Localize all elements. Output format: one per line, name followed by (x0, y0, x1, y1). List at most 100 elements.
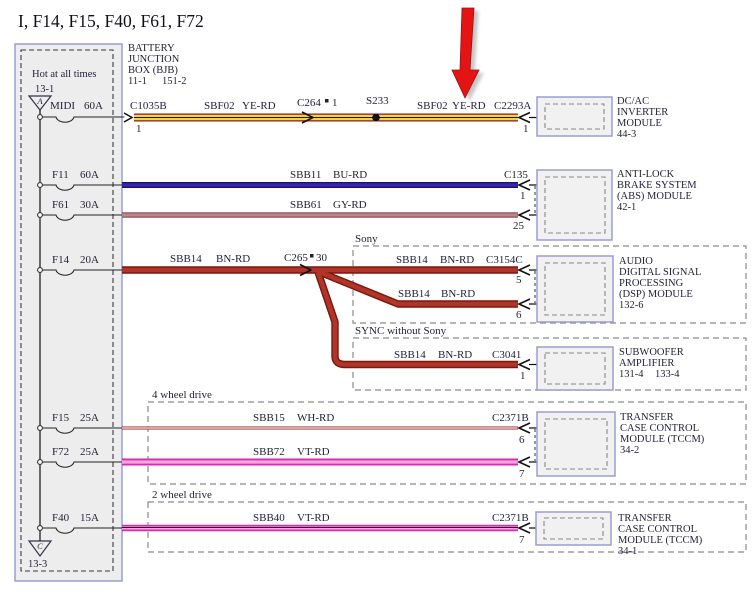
pin-number: 6 (516, 309, 522, 321)
fuse-wire (42, 269, 123, 276)
bus-tap-icon (37, 114, 43, 120)
fuse-wire (42, 461, 123, 468)
module-entry-arrow-icon (517, 298, 531, 310)
pin-number: 5 (516, 274, 522, 286)
module-name-line: AUDIO (619, 256, 653, 267)
splice-dot-icon (372, 113, 380, 122)
module-entry-arrow-icon (517, 522, 531, 534)
module-entry-arrow-icon (517, 358, 531, 371)
power-source-triangle-icon (27, 95, 53, 111)
module-page-ref: 42-1 (617, 202, 636, 213)
bjb-outer-box (14, 43, 123, 582)
pin-number: 7 (519, 534, 525, 546)
power-ref-bottom: 13-3 (28, 559, 47, 570)
wire-color-label: VT-RD (297, 512, 330, 524)
module-box (536, 411, 616, 477)
module-box (536, 169, 613, 241)
wire-body (315, 271, 518, 367)
module-name-line: MODULE (617, 118, 662, 129)
fuse-rating: 30A (80, 199, 99, 211)
fuse-name: F40 (52, 512, 70, 524)
fuse-rating: 25A (80, 446, 99, 458)
module-name-line: (DSP) MODULE (619, 289, 693, 300)
fuse-rating: 20A (80, 254, 99, 266)
module-name-line: PROCESSING (619, 278, 684, 289)
module-entry-arrow-icon (517, 111, 531, 124)
module-name-line: TRANSFER (618, 513, 672, 524)
module-box (536, 346, 614, 391)
wire-sbb72: SBB72 VT-RD 7 (122, 429, 546, 480)
module-entry-arrow-icon (517, 264, 531, 276)
pin-number: 1 (523, 123, 529, 135)
fuse-wire (42, 527, 123, 534)
fuse-name: F11 (52, 169, 69, 181)
connector-label: C3154C (486, 254, 523, 266)
wire-color-label: YE-RD (242, 100, 276, 112)
wire-sbb14: SBB14 BN-RD C265 30 (122, 252, 518, 369)
bus-tap-icon (37, 182, 43, 188)
pin-number: 1 (520, 190, 526, 202)
module-name-line: ANTI-LOCK (617, 169, 675, 180)
wire-color-label: GY-RD (333, 199, 367, 211)
inline-pin-marker (325, 99, 329, 103)
bjb-name-line: BOX (BJB) (128, 65, 178, 76)
module-page-ref: 34-2 (620, 445, 639, 456)
page-title: I, F14, F15, F40, F61, F72 (18, 11, 204, 31)
fuse-name: F14 (52, 254, 70, 266)
module-entry-arrow-icon (517, 209, 531, 221)
module-dsp: AUDIO DIGITAL SIGNAL PROCESSING (DSP) MO… (536, 255, 701, 323)
module-page-ref: 34-1 (618, 546, 637, 557)
module-name-line: CASE CONTROL (618, 524, 697, 535)
annotation-arrow-icon (451, 7, 480, 99)
wire-sbb61: SBB61 GY-RD 25 (122, 186, 546, 232)
connector-out-arrow-icon (123, 112, 134, 123)
fuse-wire (42, 214, 123, 221)
module-inverter: DC/AC INVERTER MODULE 44-3 (536, 96, 668, 140)
wire-sbb40: SBB40 VT-RD C2371B 7 (122, 512, 546, 546)
fuse-rating: 15A (80, 512, 99, 524)
module-entry-arrow-icon (517, 179, 531, 191)
circuit-label: SBF02 (417, 100, 448, 112)
circuit-label: SBB14 (394, 349, 426, 361)
module-page-ref: 44-3 (617, 129, 636, 140)
bjb-name-line: JUNCTION (128, 54, 180, 65)
inline-connector-arrow-icon (299, 263, 312, 277)
module-subwoofer: SUBWOOFER AMPLIFIER 131-4 133-4 (536, 346, 684, 391)
circuit-label: SBB72 (253, 446, 285, 458)
sync-wire: SBB14 BN-RD C3041 1 (394, 349, 546, 382)
module-tccm-2wd: TRANSFER CASE CONTROL MODULE (TCCM) 34-1 (535, 511, 703, 557)
module-name-line: BRAKE SYSTEM (617, 180, 697, 191)
pin-number: 6 (519, 434, 525, 446)
connector-label: C1035B (130, 100, 167, 112)
module-page-ref: 131-4 (619, 369, 644, 380)
wire-color-label: BN-RD (216, 253, 250, 265)
module-page-ref: 132-6 (619, 300, 644, 311)
group-label-4wd: 4 wheel drive (152, 389, 212, 401)
inline-pin-number: 1 (332, 97, 338, 109)
module-page-ref: 133-4 (655, 369, 680, 380)
circuit-label: SBB14 (398, 288, 430, 300)
fuses: MIDI 60A F11 60A F61 30A F14 20A F15 25A… (37, 100, 125, 534)
bus-tap-icon (37, 459, 43, 465)
connector-label: C3041 (492, 349, 521, 361)
connector-label: C135 (504, 169, 528, 181)
bjb-page-ref: 151-2 (162, 76, 187, 87)
inline-pin-marker (310, 254, 314, 258)
wire-sbb11: SBB11 BU-RD C135 1 (122, 169, 546, 202)
wire-color-label: BU-RD (333, 169, 367, 181)
hot-at-all-times-label: Hot at all times (32, 69, 96, 80)
inline-pin-number: 30 (316, 252, 328, 264)
module-name-line: (ABS) MODULE (617, 191, 692, 202)
wire-color-label: WH-RD (297, 412, 334, 424)
fuse-name: MIDI (50, 100, 75, 112)
bus-tap-icon (37, 425, 43, 431)
bjb-box: Hot at all times 13-1 A C 13-3 (14, 43, 123, 582)
connector-label: C2371B (492, 512, 529, 524)
module-name-line: CASE CONTROL (620, 423, 699, 434)
circuit-label: SBB14 (170, 253, 202, 265)
circuit-label: SBF02 (204, 100, 235, 112)
triangle-letter-bottom: C (37, 541, 43, 551)
module-name-line: AMPLIFIER (619, 358, 674, 369)
fuse-name: F61 (52, 199, 69, 211)
